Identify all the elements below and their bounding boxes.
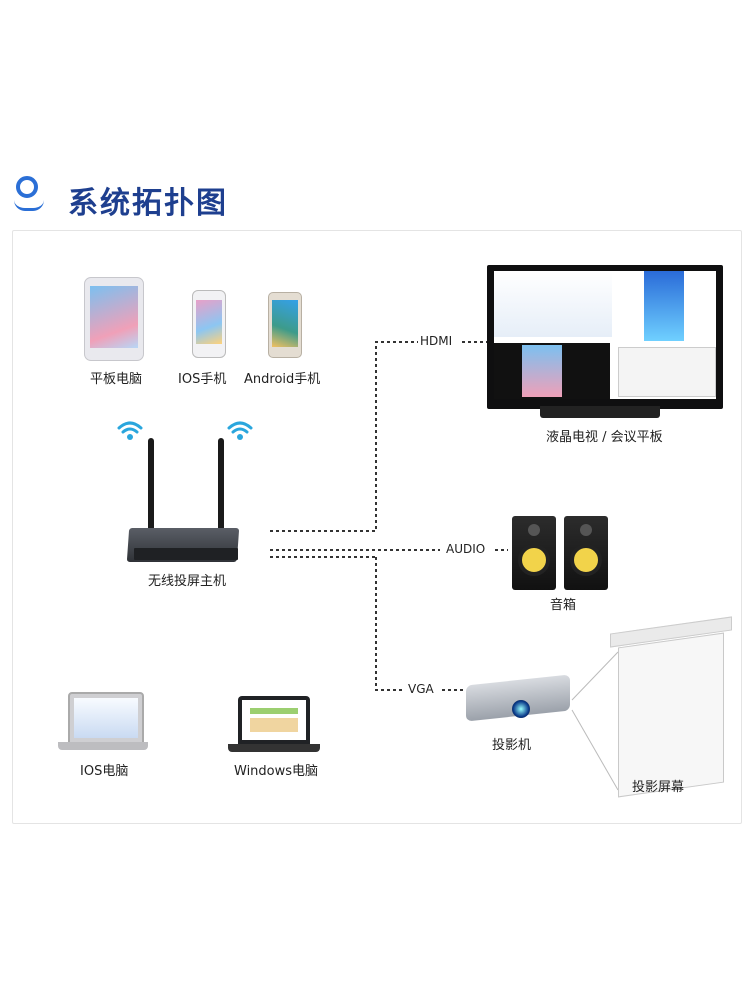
antenna-icon	[218, 438, 224, 534]
speaker-icon	[564, 516, 608, 590]
audio-label: AUDIO	[444, 542, 488, 556]
tablet-icon	[84, 277, 144, 361]
tv-stand	[540, 406, 660, 418]
android-phone-label: Android手机	[244, 372, 321, 387]
laptop-base	[228, 744, 320, 752]
laptop-icon	[68, 692, 144, 746]
vga-line	[375, 557, 405, 691]
laptop-base	[58, 742, 148, 750]
tv-label: 液晶电视 / 会议平板	[546, 430, 663, 445]
antenna-icon	[148, 438, 154, 534]
android-phone-icon	[268, 292, 302, 358]
projector-lens	[512, 700, 530, 718]
host-label: 无线投屏主机	[148, 574, 227, 589]
wifi-icon	[227, 421, 253, 440]
hdmi-line	[270, 341, 418, 532]
laptop-icon	[238, 696, 310, 744]
screen-icon	[618, 632, 724, 798]
ios-pc-label: IOS电脑	[80, 764, 129, 779]
page-title: 系统拓扑图	[68, 186, 228, 221]
projector-label: 投影机	[492, 738, 532, 753]
router-front	[134, 548, 238, 560]
ios-phone-icon	[192, 290, 226, 358]
title-ring-icon	[16, 176, 38, 198]
speaker-icon	[512, 516, 556, 590]
vga-label: VGA	[406, 682, 436, 696]
ios-phone-label: IOS手机	[178, 372, 227, 387]
tv-icon	[487, 265, 723, 409]
tablet-label: 平板电脑	[90, 372, 143, 387]
windows-pc-label: Windows电脑	[234, 764, 319, 779]
hdmi-label: HDMI	[418, 334, 455, 348]
wifi-icon	[117, 421, 143, 440]
speaker-label: 音箱	[550, 598, 577, 613]
projection-screen-label: 投影屏幕	[632, 780, 685, 795]
title-arc-decor	[14, 200, 44, 211]
diagram-frame	[12, 230, 742, 824]
